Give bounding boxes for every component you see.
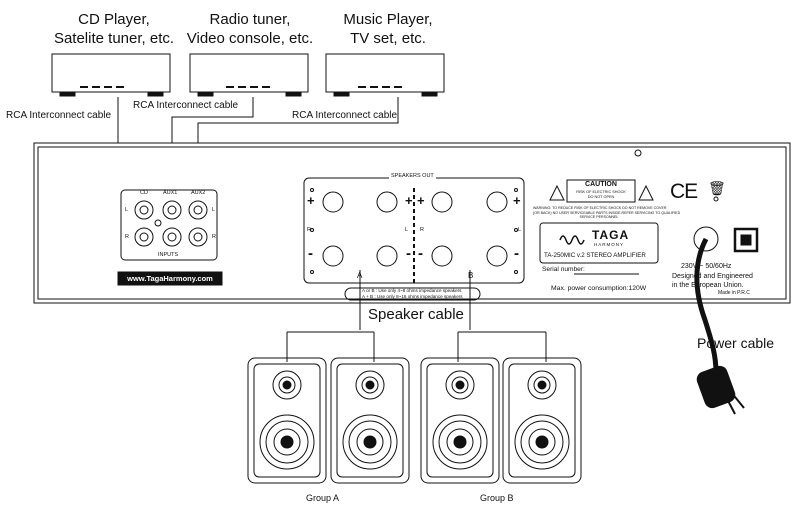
caution-sub: RISK OF ELECTRIC SHOCK (576, 190, 626, 194)
input-label-left: L (212, 207, 216, 213)
source-device-radio-tuner (189, 53, 309, 97)
brand-logo-sub: HARMONY (594, 242, 625, 247)
model-name: TA-250MIC v.2 STEREO AMPLIFIER (544, 252, 646, 259)
caution-title: CAUTION (585, 181, 617, 188)
source-label-music: Music Player, TV set, etc. (326, 10, 450, 48)
warning-triangle-icon (549, 184, 565, 201)
source-label-line: Radio tuner, (209, 11, 291, 28)
output-label-b: B (468, 271, 474, 280)
terminal-plus: + (417, 193, 425, 208)
source-device-music-player (325, 53, 445, 97)
rca-cable-label: RCA Interconnect cable (292, 110, 398, 121)
serial-label: Serial number: (542, 266, 585, 273)
voltage-label: 230V ~ 50/60Hz (681, 263, 732, 270)
terminal-minus: - (514, 245, 519, 262)
brand-logo: TAGA (592, 228, 630, 242)
source-label-cd: CD Player, Satelite tuner, etc. (52, 10, 176, 48)
power-plug-icon (696, 365, 745, 415)
input-label-left: L (125, 207, 129, 213)
source-label-line: Video console, etc. (186, 30, 314, 47)
warning-triangle-icon (638, 184, 654, 201)
caution-warning-line: (OR BACK) NO USER SERVICEABLE PARTS INSI… (533, 210, 681, 215)
rca-cable-label: RCA Interconnect cable (133, 100, 239, 111)
terminal-minus: - (418, 245, 423, 262)
channel-label-r: R (420, 227, 424, 233)
channel-label-r: R (307, 227, 311, 233)
group-b-label: Group B (480, 493, 514, 503)
power-cable-label: Power cable (697, 335, 775, 351)
designed-line: Designed and Engineered (672, 273, 753, 280)
made-in-label: Made in P.R.C (718, 290, 750, 296)
speakers-out-title: SPEAKERS OUT (389, 173, 436, 179)
speaker-cable-label: Speaker cable (368, 306, 464, 323)
source-label-line: CD Player, (78, 11, 150, 28)
website-label: www.TagaHarmony.com (127, 274, 213, 283)
speaker-group-a (247, 357, 410, 484)
caution-sub: DO NOT OPEN (587, 195, 615, 199)
brand-logo-box (539, 222, 659, 264)
source-label-line: Music Player, (343, 11, 433, 28)
designed-label: Designed and Engineered in the European … (672, 272, 753, 290)
caution-warning-line: WARNING: TO REDUCE RISK OF ELECTRIC SHOC… (533, 206, 667, 210)
rca-inputs-panel (120, 189, 218, 261)
power-consumption: Max. power consumption:120W (551, 285, 647, 292)
caution-warning-line: SERVICE PERSONNEL (579, 215, 619, 220)
speaker-cable-group-b (457, 270, 547, 362)
rca-cable-label: RCA Interconnect cable (6, 110, 112, 121)
caution-box (566, 179, 636, 203)
impedance-line: A + B : Use only 8~16 ohms impedance spe… (362, 294, 463, 299)
input-label-aux1: AUX1 (163, 190, 178, 196)
group-a-label: Group A (306, 493, 340, 503)
caution-warning: WARNING: TO REDUCE RISK OF ELECTRIC SHOC… (533, 206, 681, 220)
speaker-cable-group-a (286, 270, 375, 362)
impedance-note: A or B : Use only 4~8 ohms impedance spe… (362, 288, 463, 300)
terminal-plus: + (513, 193, 521, 208)
terminal-minus: - (308, 245, 313, 262)
input-label-cd: CD (140, 190, 148, 196)
channel-label-l: L (405, 227, 409, 233)
taga-logo-icon (559, 235, 585, 245)
input-label-right: R (125, 234, 129, 240)
inputs-caption: INPUTS (158, 252, 179, 258)
speaker-group-b (420, 357, 582, 484)
source-device-cd-player (51, 53, 171, 97)
impedance-line: A or B : Use only 4~8 ohms impedance spe… (362, 288, 462, 293)
input-label-aux2: AUX2 (191, 190, 206, 196)
channel-label-l: L (518, 227, 522, 233)
designed-line: in the European Union. (672, 282, 744, 289)
weee-bin-icon: 🗑 (708, 180, 726, 196)
output-label-a: A (357, 271, 363, 280)
source-label-line: Satelite tuner, etc. (53, 30, 175, 47)
source-label-radio: Radio tuner, Video console, etc. (185, 10, 315, 48)
input-label-right: R (212, 234, 216, 240)
terminal-plus: + (307, 193, 315, 208)
power-socket (693, 226, 719, 252)
terminal-plus: + (405, 193, 413, 208)
power-cable (694, 237, 719, 373)
ce-mark: CE (670, 180, 698, 203)
terminal-minus: - (406, 245, 411, 262)
source-label-line: TV set, etc. (350, 30, 426, 47)
